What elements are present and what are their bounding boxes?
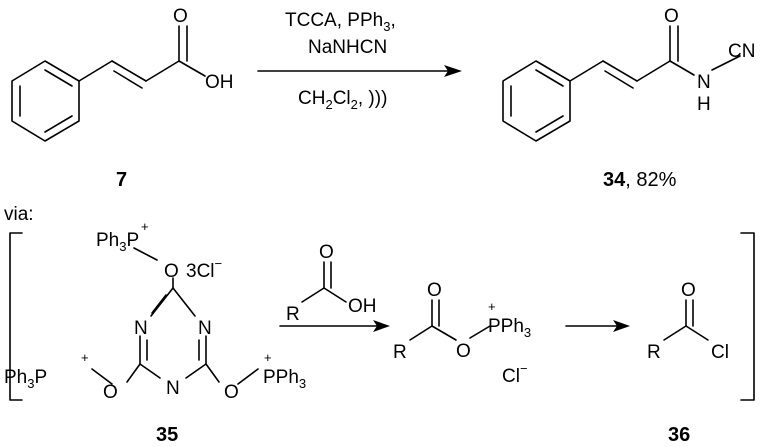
hydroxyl-label: OH bbox=[348, 296, 377, 317]
oxygen-label: O bbox=[427, 280, 442, 301]
arrowhead bbox=[373, 320, 390, 332]
plus-charge: + bbox=[81, 350, 89, 365]
cyano-label: CN bbox=[728, 41, 755, 62]
triphenylphosphonium-label: PPh3 bbox=[488, 316, 531, 340]
intermediate: R O O + PPh3 Cl− bbox=[393, 280, 531, 387]
r-group-label: R bbox=[393, 342, 407, 363]
benzene-ring-34 bbox=[502, 60, 571, 142]
reagent-35: N N N Ph3P + O 3Cl− Ph3P + O O + PPh3 35 bbox=[4, 219, 306, 446]
compound-number-34: 34, 82% bbox=[603, 169, 677, 191]
oxygen-label: O bbox=[224, 382, 239, 403]
solvent-label: CH2Cl2, ))) bbox=[298, 88, 387, 112]
oxygen-label: O bbox=[103, 382, 118, 403]
nitrogen-label: N bbox=[134, 318, 148, 339]
chloride-label: Cl− bbox=[502, 361, 528, 387]
oxygen-label: O bbox=[319, 242, 334, 263]
nitrogen-label: N bbox=[697, 72, 711, 93]
r-group-label: R bbox=[647, 342, 661, 363]
r-group-label: R bbox=[286, 304, 300, 325]
oxygen-label: O bbox=[173, 6, 188, 27]
plus-charge: + bbox=[141, 219, 149, 234]
hydroxyl-label: OH bbox=[205, 72, 234, 93]
hydrogen-label: H bbox=[697, 94, 711, 115]
reagents-line-2: NaNHCN bbox=[308, 37, 387, 58]
oxygen-label: O bbox=[456, 341, 471, 362]
via-label: via: bbox=[4, 204, 34, 225]
nitrogen-label: N bbox=[166, 378, 180, 399]
right-bracket bbox=[740, 232, 755, 401]
reaction-conditions: TCCA, PPh3, NaNHCN CH2Cl2, ))) bbox=[257, 10, 462, 112]
triphenylphosphonium-label: Ph3P bbox=[96, 230, 139, 254]
compound-number-35: 35 bbox=[156, 424, 178, 446]
arrowhead bbox=[613, 320, 630, 332]
compound-34: O N H CN 34, 82% bbox=[502, 6, 755, 191]
triphenylphosphonium-label: PPh3 bbox=[263, 367, 306, 391]
plus-charge: + bbox=[488, 299, 496, 314]
compound-7: O OH 7 bbox=[11, 6, 234, 191]
left-bracket bbox=[9, 232, 23, 401]
arrowhead bbox=[444, 65, 462, 77]
nitrogen-label: N bbox=[198, 318, 212, 339]
benzene-ring-7 bbox=[11, 60, 80, 142]
plus-charge: + bbox=[264, 350, 272, 365]
oxygen-label: O bbox=[164, 261, 179, 282]
compound-number-36: 36 bbox=[668, 424, 690, 446]
oxygen-label: O bbox=[681, 280, 696, 301]
counterion-label: 3Cl− bbox=[186, 256, 222, 282]
triphenylphosphonium-label: Ph3P bbox=[4, 367, 47, 391]
compound-36: R O Cl 36 bbox=[647, 280, 729, 446]
chlorine-label: Cl bbox=[711, 342, 729, 363]
reagents-line-1: TCCA, PPh3, bbox=[285, 10, 396, 34]
oxygen-label: O bbox=[664, 6, 679, 27]
carboxylic-acid: R O OH bbox=[286, 242, 377, 325]
compound-number-7: 7 bbox=[116, 169, 127, 191]
